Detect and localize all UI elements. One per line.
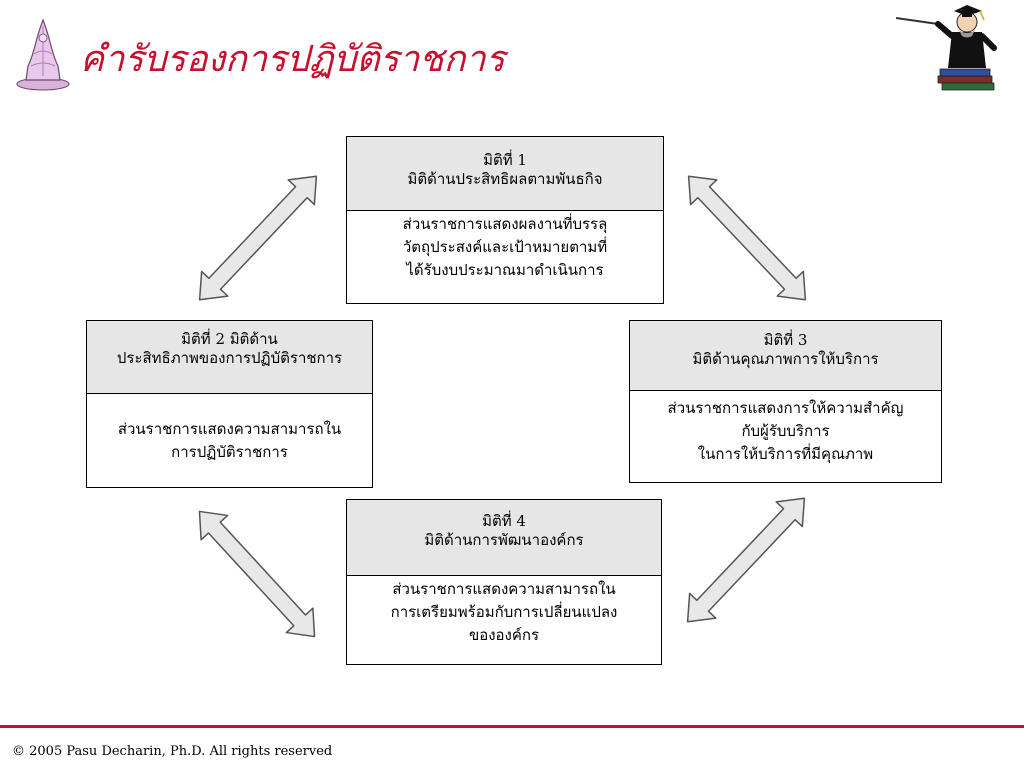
arrow-dim1-dim2	[198, 175, 318, 301]
arrow-dim2-dim4	[198, 510, 316, 638]
dimension-4-description: ส่วนราชการแสดงความสามารถใน การเตรียมพร้อ…	[390, 580, 618, 644]
dimension-1-header: มิติที่ 1 มิติด้านประสิทธิผลตามพันธกิจ	[347, 137, 663, 211]
arrow-dim3-dim4	[686, 497, 806, 623]
dimension-2-description: ส่วนราชการแสดงความสามารถใน การปฏิบัติราช…	[117, 420, 342, 461]
copyright-footer: © 2005 Pasu Decharin, Ph.D. All rights r…	[12, 744, 333, 759]
dimension-3-description: ส่วนราชการแสดงการให้ความสำคัญ กับผู้รับบ…	[667, 399, 904, 463]
dimension-1-description: ส่วนราชการแสดงผลงานที่บรรลุ วัตถุประสงค์…	[402, 215, 608, 279]
dimension-3-header: มิติที่ 3 มิติด้านคุณภาพการให้บริการ	[630, 321, 941, 391]
arrow-dim1-dim3	[687, 175, 807, 301]
dimension-2-box: มิติที่ 2 มิติด้าน ประสิทธิภาพของการปฏิบ…	[86, 320, 373, 488]
dimension-2-header: มิติที่ 2 มิติด้าน ประสิทธิภาพของการปฏิบ…	[87, 321, 372, 394]
dimension-4-header: มิติที่ 4 มิติด้านการพัฒนาองค์กร	[347, 500, 661, 576]
dimension-3-box: มิติที่ 3 มิติด้านคุณภาพการให้บริการ ส่ว…	[629, 320, 942, 483]
dimension-1-box: มิติที่ 1 มิติด้านประสิทธิผลตามพันธกิจ ส…	[346, 136, 664, 304]
dimension-4-box: มิติที่ 4 มิติด้านการพัฒนาองค์กร ส่วนราช…	[346, 499, 662, 665]
footer-divider	[0, 725, 1024, 728]
professor-graduate-clipart-icon	[895, 5, 997, 91]
slide-title: คำรับรองการปฏิบัติราชการ	[80, 39, 505, 80]
university-seal-icon	[16, 18, 70, 91]
